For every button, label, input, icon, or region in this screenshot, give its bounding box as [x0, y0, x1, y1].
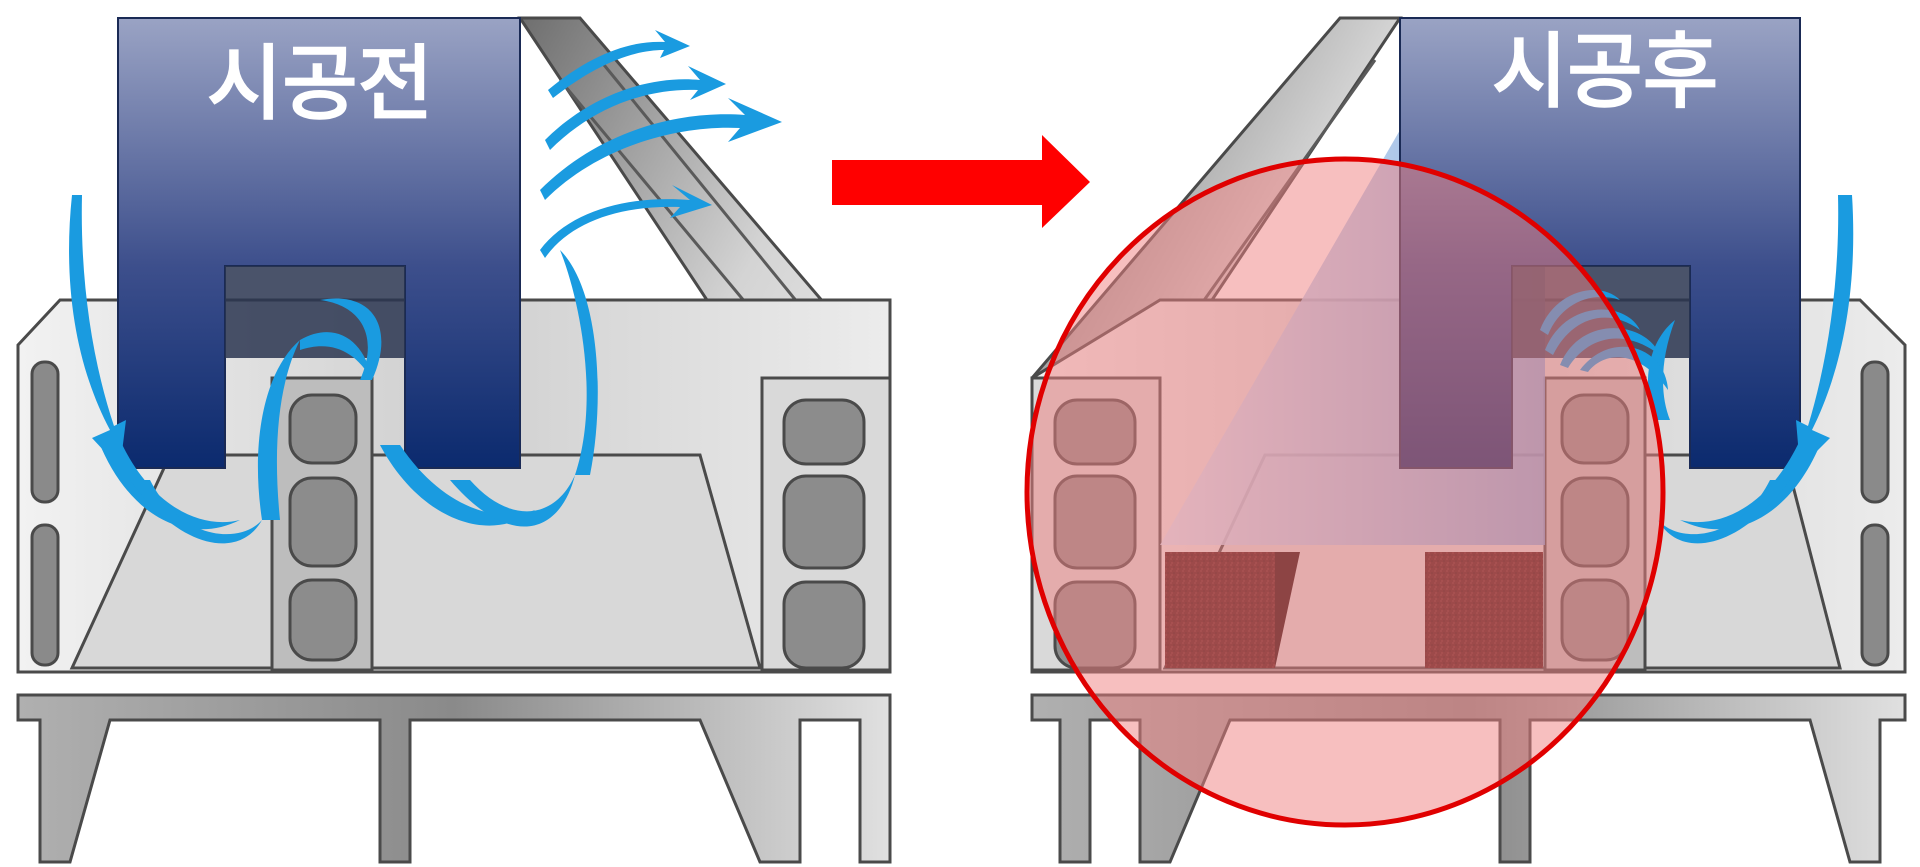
before-label: 시공전 [207, 37, 433, 132]
airflow-arrow-icon [545, 66, 726, 150]
airflow-arrow-icon [560, 250, 598, 475]
before-airflow [69, 30, 782, 544]
highlight-circle [1024, 156, 1666, 828]
airflow-arrow-icon [320, 298, 382, 380]
airflow-arrow-icon [1796, 195, 1854, 468]
airflow-arrow-icon [300, 332, 372, 380]
airflow-arrow-icon [130, 480, 262, 544]
before-panel: 시공전 [16, 16, 892, 864]
airflow-arrow-icon [540, 98, 782, 200]
right-arrow-icon [832, 135, 1090, 228]
airflow-arrow-icon [540, 185, 712, 258]
airflow-arrow-icon [548, 30, 690, 98]
before-frame-base [16, 693, 892, 864]
airflow-arrow-icon [257, 340, 300, 520]
airflow-arrow-icon [1658, 480, 1790, 544]
after-label: 시공후 [1492, 25, 1718, 120]
airflow-arrow-icon [450, 475, 575, 527]
airflow-arrow-icon [69, 195, 126, 468]
after-panel: 시공후 [1024, 16, 1907, 864]
